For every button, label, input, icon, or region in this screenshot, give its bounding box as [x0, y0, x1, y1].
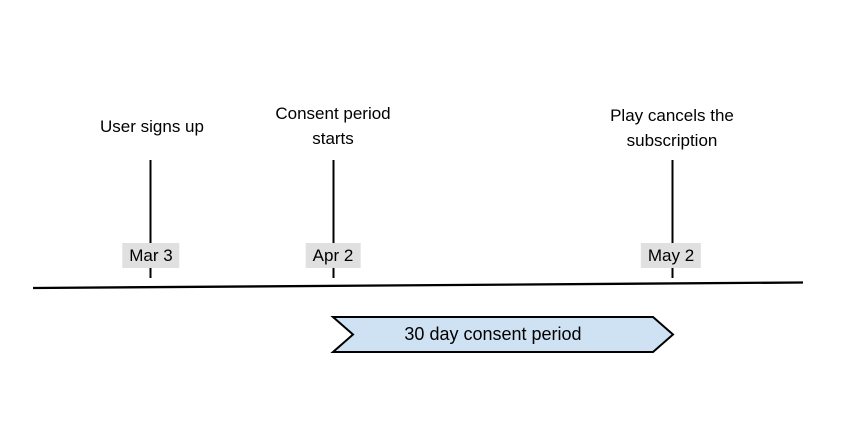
date-chip-apr-2: Apr 2 — [305, 243, 361, 268]
consent-period-banner-label: 30 day consent period — [404, 324, 582, 344]
event-label-user-signs-up: User signs up — [100, 117, 204, 136]
event-label-consent-period-starts: Consent period starts — [275, 104, 391, 148]
timeline-axis-line — [32, 281, 804, 290]
consent-period-banner-shape — [330, 316, 675, 353]
date-chip-may-2: May 2 — [640, 243, 702, 268]
date-chip-mar-3: Mar 3 — [122, 243, 180, 268]
event-label-play-cancels-subscription: Play cancels the subscription — [610, 106, 734, 150]
